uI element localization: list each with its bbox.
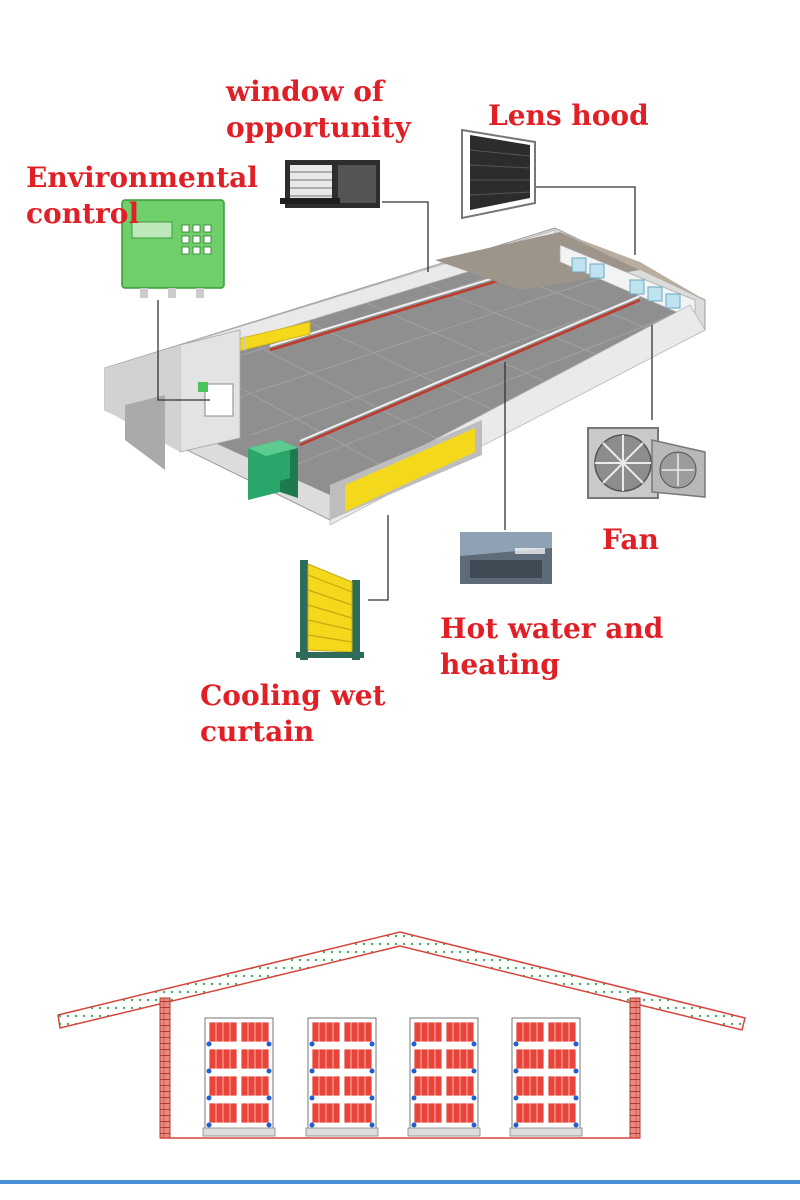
poultry-house-diagram xyxy=(104,128,706,660)
section-wall-left xyxy=(159,997,171,1139)
cage-stack xyxy=(407,1017,481,1137)
lens-hood-icon xyxy=(461,128,536,220)
heating-pipe-right xyxy=(299,298,641,447)
cooling-pad-icon xyxy=(296,560,364,660)
section-wall-right xyxy=(629,997,641,1139)
label-fan: Fan xyxy=(602,523,659,556)
leader-lines xyxy=(157,186,653,601)
cage-stack xyxy=(202,1017,276,1137)
label-lens-hood: Lens hood xyxy=(488,99,649,132)
boiler-units xyxy=(248,440,298,500)
house-cross-section xyxy=(57,931,746,1139)
exhaust-fan-icon xyxy=(587,427,706,499)
bottom-divider xyxy=(0,1180,800,1184)
house-floor xyxy=(120,240,690,495)
cage-stack xyxy=(305,1017,379,1137)
window-vent-icon xyxy=(280,160,380,208)
roof-panel xyxy=(435,232,640,290)
cage-stacks xyxy=(202,1017,583,1137)
label-cooling-wet-curtain: Cooling wet curtain xyxy=(200,679,386,748)
cage-stack xyxy=(509,1017,583,1137)
label-hot-water-heating: Hot water and heating xyxy=(440,612,664,681)
label-environmental-control: Environmental control xyxy=(26,161,258,230)
section-roof xyxy=(57,931,746,1031)
wall-fans xyxy=(571,257,681,309)
environment-controller-icon xyxy=(121,199,225,298)
label-window-of-opportunity: window of opportunity xyxy=(226,75,411,144)
heating-photo-icon xyxy=(460,532,552,584)
